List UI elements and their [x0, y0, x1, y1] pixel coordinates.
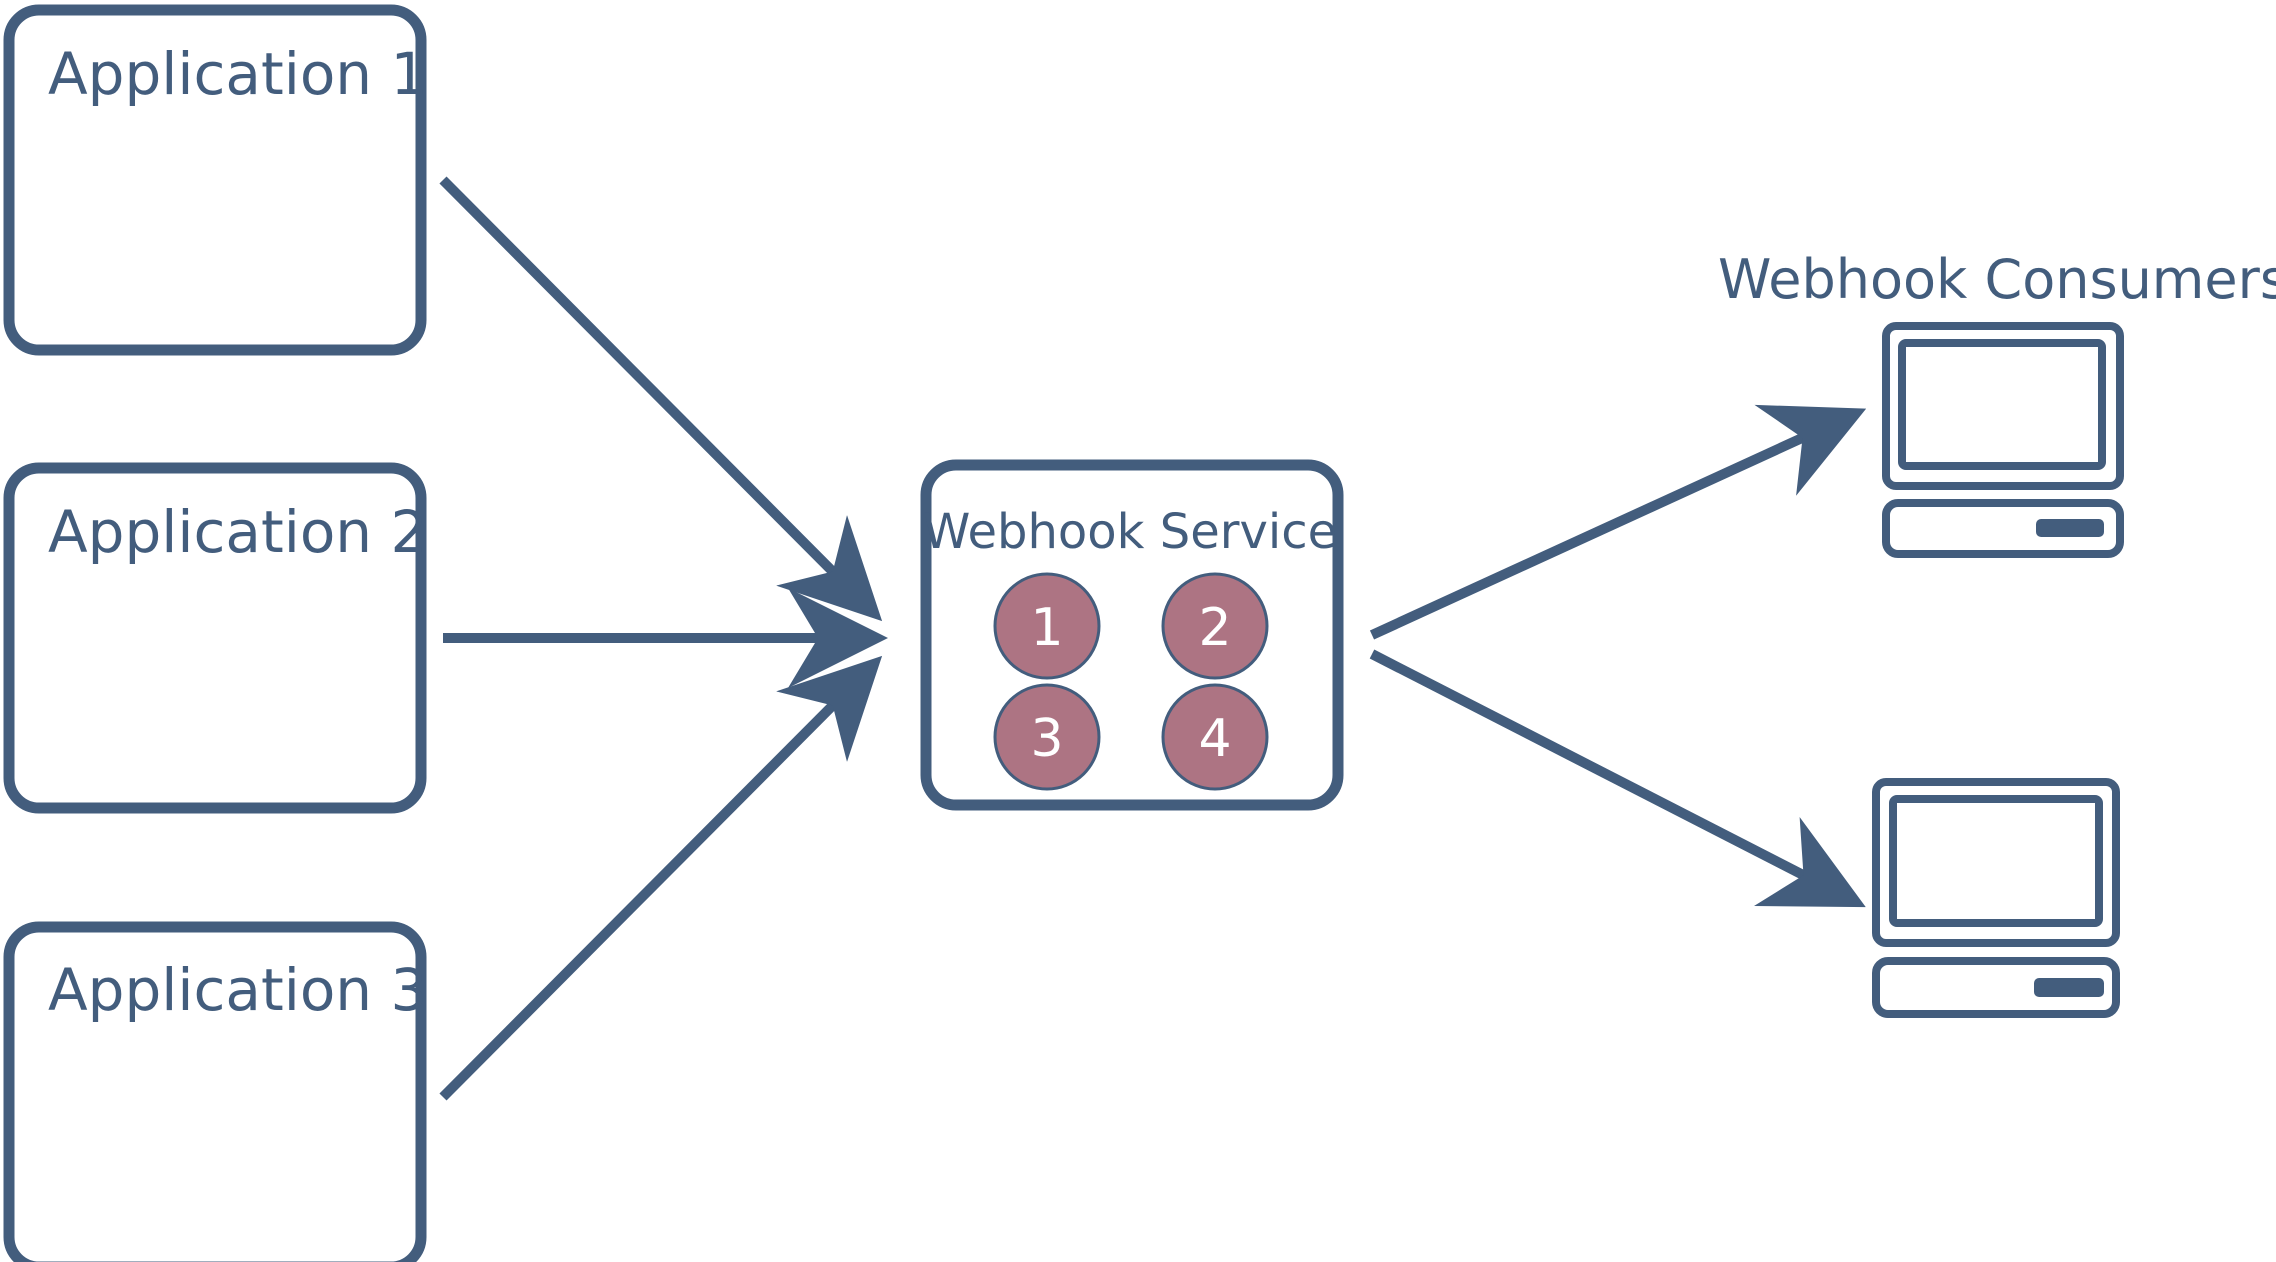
- arrow-service-to-consumer-1: [1369, 404, 1867, 640]
- queue-number-3: 3: [1030, 709, 1063, 769]
- arrow-app1-to-service: [439, 176, 883, 622]
- application-1-label: Application 1: [48, 40, 427, 108]
- application-2-box: Application 2: [3, 462, 427, 814]
- queue-number-4: 4: [1198, 709, 1231, 769]
- webhook-service-box: Webhook Service 1 2 3 4: [920, 459, 1344, 811]
- queue-item-1: 1: [993, 572, 1101, 680]
- arrow-service-to-consumer-2: [1369, 649, 1866, 908]
- application-3-label: Application 3: [48, 956, 427, 1024]
- queue-item-2: 2: [1161, 572, 1269, 680]
- queue-number-2: 2: [1198, 598, 1231, 658]
- application-2-label: Application 2: [48, 498, 427, 566]
- arrow-app3-to-service: [439, 655, 883, 1101]
- consumer-computer-2-icon: [1872, 778, 2120, 1018]
- queue-item-4: 4: [1161, 683, 1269, 791]
- queue-number-1: 1: [1030, 598, 1063, 658]
- application-1-box: Application 1: [3, 4, 427, 356]
- webhook-service-label: Webhook Service: [923, 504, 1337, 560]
- application-3-box: Application 3: [3, 921, 427, 1262]
- queue-item-3: 3: [993, 683, 1101, 791]
- consumer-computer-1-icon: [1882, 322, 2124, 558]
- webhook-consumers-title: Webhook Consumers: [1718, 248, 2276, 311]
